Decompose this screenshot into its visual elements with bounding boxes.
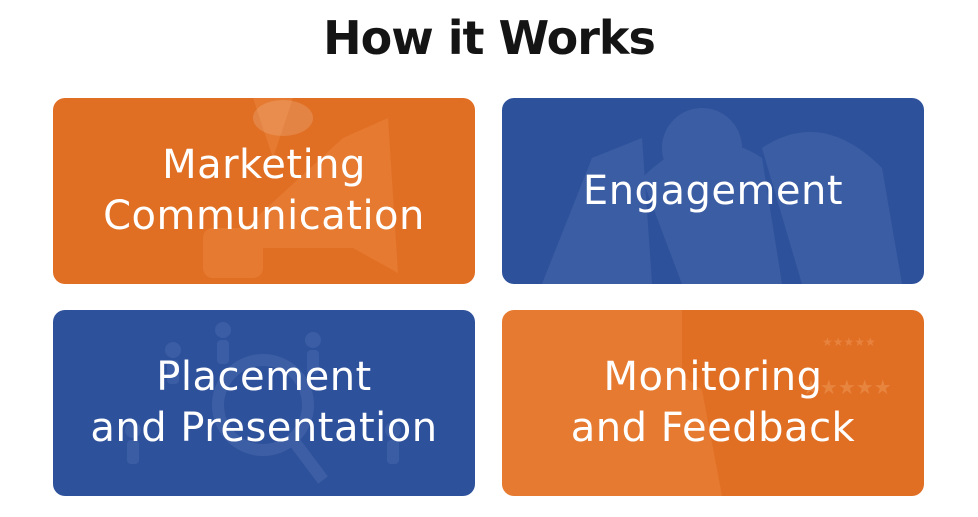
card-title-line: Monitoring	[603, 354, 823, 400]
card-title-line: Placement	[156, 354, 372, 400]
card-title-line: and Presentation	[90, 405, 438, 451]
card-title-line: Communication	[103, 193, 425, 239]
card-title-line: Marketing	[162, 142, 366, 188]
page-title: How it Works	[323, 11, 656, 65]
engagement-card[interactable]: Engagement	[502, 98, 924, 284]
card-title-line: and Feedback	[570, 405, 856, 451]
svg-text:★★★★★: ★★★★★	[822, 335, 876, 349]
monitoring-feedback-card[interactable]: ★★★★★ ★★★★★ Monitoring and Feedback	[502, 310, 924, 496]
marketing-communication-card[interactable]: Marketing Communication	[53, 98, 475, 284]
card-title-line: Engagement	[582, 167, 844, 214]
placement-presentation-card[interactable]: Placement and Presentation	[53, 310, 475, 496]
